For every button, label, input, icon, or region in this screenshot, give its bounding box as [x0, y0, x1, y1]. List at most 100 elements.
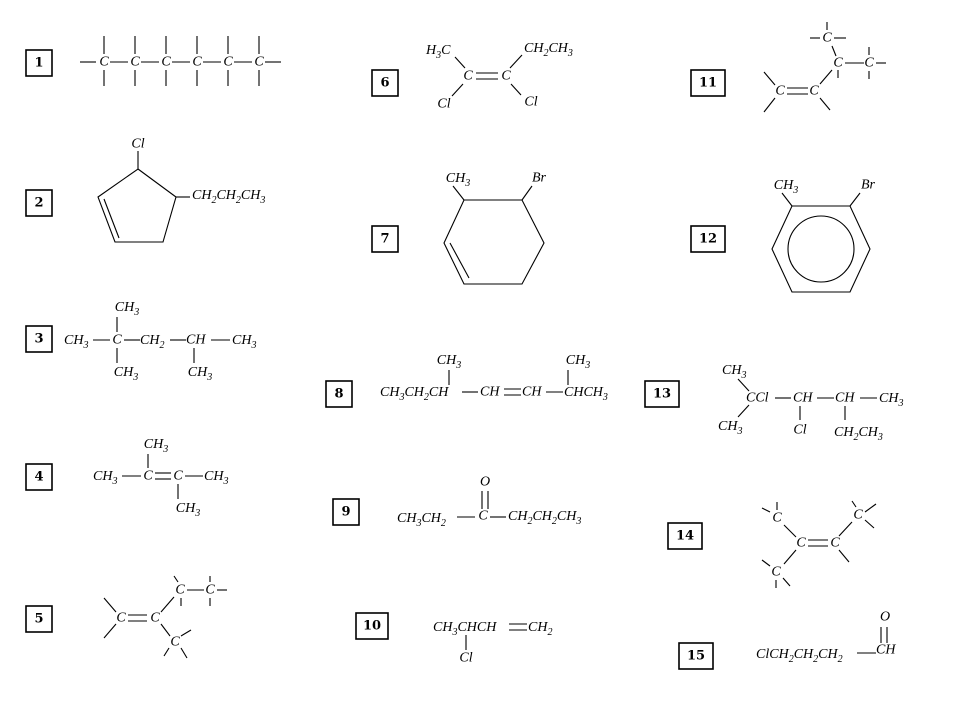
svg-text:CH3: CH3	[879, 391, 903, 410]
svg-text:CHCH3: CHCH3	[564, 385, 608, 404]
svg-text:C: C	[170, 635, 180, 650]
molecule-3: CH3 CH3 C CH2 CH CH3 CH3 CH3	[64, 300, 256, 384]
svg-text:CH: CH	[876, 643, 896, 658]
number-box-7: 7	[371, 225, 399, 253]
svg-text:C: C	[143, 469, 153, 484]
svg-text:9: 9	[341, 505, 350, 520]
number-box-1: 1	[25, 49, 53, 77]
svg-text:C: C	[853, 508, 863, 523]
svg-text:CH: CH	[480, 385, 500, 400]
number-box-12: 12	[690, 225, 726, 253]
svg-text:H3C: H3C	[425, 43, 451, 62]
svg-text:Cl: Cl	[459, 651, 472, 666]
number-box-8: 8	[325, 380, 353, 408]
molecule-1: C C C C C C	[80, 36, 281, 86]
svg-text:Br: Br	[861, 178, 876, 193]
svg-text:CH2CH3: CH2CH3	[834, 425, 883, 444]
svg-text:O: O	[480, 475, 490, 490]
svg-text:15: 15	[687, 649, 705, 664]
m1-atom: C	[161, 55, 171, 70]
number-box-6: 6	[371, 69, 399, 97]
svg-text:CH3: CH3	[566, 353, 590, 372]
svg-text:CH: CH	[835, 391, 855, 406]
svg-text:CH2: CH2	[140, 333, 164, 352]
svg-text:CH3CHCH: CH3CHCH	[433, 620, 497, 639]
svg-text:CH3CH2CH: CH3CH2CH	[380, 385, 449, 404]
svg-text:C: C	[864, 56, 874, 71]
svg-text:C: C	[833, 56, 843, 71]
svg-text:C: C	[112, 333, 122, 348]
m1-atom: C	[223, 55, 233, 70]
number-box-5: 5	[25, 605, 53, 633]
number-box-15: 15	[678, 642, 714, 670]
molecule-10: CH3CHCH CH2 Cl	[433, 620, 552, 666]
m1-atom: C	[192, 55, 202, 70]
svg-text:6: 6	[380, 76, 389, 91]
svg-text:CH3: CH3	[437, 353, 461, 372]
svg-text:14: 14	[676, 529, 694, 544]
svg-text:Cl: Cl	[524, 95, 537, 110]
svg-text:C: C	[150, 611, 160, 626]
svg-text:ClCH2CH2CH2: ClCH2CH2CH2	[756, 647, 843, 666]
svg-text:11: 11	[699, 76, 717, 91]
svg-text:C: C	[809, 84, 819, 99]
molecule-15: O ClCH2CH2CH2 CH	[756, 610, 896, 666]
number-box-3: 3	[25, 325, 53, 353]
svg-text:CH3: CH3	[722, 363, 746, 382]
number-box-11: 11	[690, 69, 726, 97]
svg-text:2: 2	[34, 196, 43, 211]
svg-text:CH3: CH3	[176, 501, 200, 520]
svg-text:CH2CH3: CH2CH3	[524, 41, 573, 60]
svg-text:CH3: CH3	[144, 437, 168, 456]
svg-text:C: C	[796, 536, 806, 551]
svg-text:CCl: CCl	[746, 391, 769, 406]
svg-text:C: C	[463, 69, 473, 84]
molecule-13: CH3 CCl CH3 CH CH CH3 Cl CH2CH3	[718, 363, 903, 444]
molecule-5: C C C C C	[103, 575, 227, 659]
svg-text:CH3: CH3	[64, 333, 88, 352]
svg-text:C: C	[116, 611, 126, 626]
svg-text:CH: CH	[186, 333, 206, 348]
svg-text:1: 1	[34, 56, 43, 71]
number-box-4: 4	[25, 463, 53, 491]
svg-text:13: 13	[653, 387, 671, 402]
molecule-6: H3C CH2CH3 C C Cl Cl	[425, 41, 573, 112]
svg-text:8: 8	[334, 387, 343, 402]
svg-text:CH3: CH3	[204, 469, 228, 488]
svg-text:C: C	[775, 84, 785, 99]
svg-text:12: 12	[699, 232, 717, 247]
svg-text:7: 7	[380, 232, 389, 247]
svg-text:CH3: CH3	[115, 300, 139, 319]
m2-chain: CH2CH2CH3	[192, 188, 265, 207]
svg-text:CH: CH	[522, 385, 542, 400]
svg-text:CH2CH2CH3: CH2CH2CH3	[508, 509, 581, 528]
number-box-10: 10	[355, 612, 389, 640]
svg-text:CH2: CH2	[528, 620, 552, 639]
svg-text:CH3CH2: CH3CH2	[397, 511, 446, 530]
svg-text:Br: Br	[532, 171, 547, 186]
svg-text:C: C	[175, 583, 185, 598]
molecule-12: CH3 Br	[771, 178, 876, 293]
molecule-8: CH3 CH3 CH3CH2CH CH CH CHCH3	[380, 353, 608, 404]
number-box-9: 9	[332, 498, 360, 526]
m1-atom: C	[254, 55, 264, 70]
svg-text:C: C	[205, 583, 215, 598]
svg-text:C: C	[822, 31, 832, 46]
svg-text:5: 5	[34, 612, 43, 627]
svg-text:C: C	[772, 511, 782, 526]
svg-text:CH: CH	[793, 391, 813, 406]
svg-text:O: O	[880, 610, 890, 625]
svg-text:CH3: CH3	[774, 178, 798, 197]
m2-cl: Cl	[131, 137, 144, 152]
svg-text:C: C	[501, 69, 511, 84]
molecule-9: O CH3CH2 C CH2CH2CH3	[397, 475, 581, 530]
molecule-7: CH3 Br	[443, 171, 547, 285]
svg-text:C: C	[173, 469, 183, 484]
svg-text:4: 4	[34, 470, 43, 485]
svg-text:C: C	[478, 509, 488, 524]
svg-text:C: C	[830, 536, 840, 551]
svg-text:CH3: CH3	[718, 419, 742, 438]
svg-text:CH3: CH3	[188, 365, 212, 384]
number-box-13: 13	[644, 380, 680, 408]
